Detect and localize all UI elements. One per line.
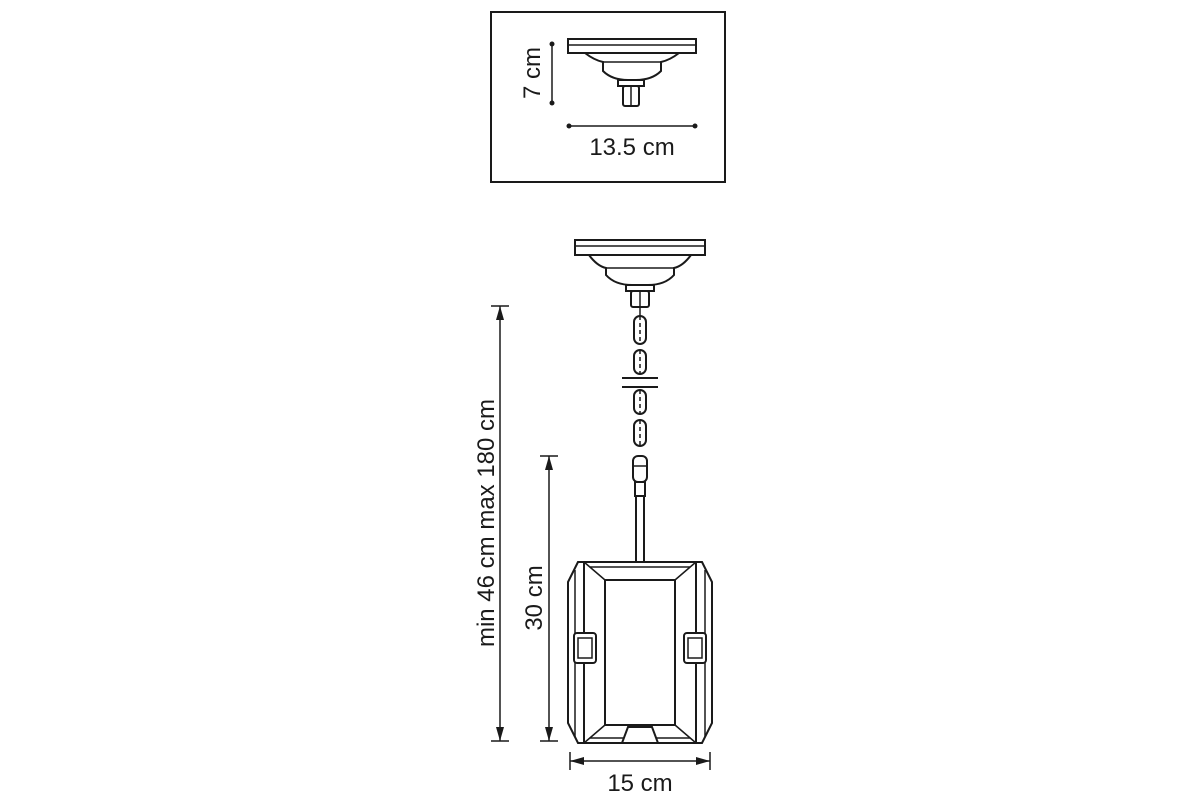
ceiling-canopy-icon xyxy=(574,239,706,308)
shade-height-dimension: 30 cm xyxy=(521,455,558,742)
canopy-width-label: 13.5 cm xyxy=(589,134,674,161)
canopy-height-dimension: 7 cm xyxy=(519,41,555,106)
pendant-lamp-drawing: min 46 cm max 180 cm 30 cm 15 cm xyxy=(473,239,713,797)
shade-height-label: 30 cm xyxy=(521,565,548,630)
canopy-height-label: 7 cm xyxy=(519,47,546,99)
chain-icon xyxy=(622,307,658,562)
total-height-label: min 46 cm max 180 cm xyxy=(473,399,500,647)
shade-width-dimension: 15 cm xyxy=(569,752,711,797)
canopy-width-dimension: 13.5 cm xyxy=(566,123,698,161)
total-height-dimension: min 46 cm max 180 cm xyxy=(473,305,509,742)
lamp-shade-icon xyxy=(567,561,713,744)
shade-width-label: 15 cm xyxy=(607,770,672,797)
canopy-detail-icon xyxy=(567,38,697,107)
canopy-detail-inset: 7 cm 13.5 cm xyxy=(490,11,726,183)
